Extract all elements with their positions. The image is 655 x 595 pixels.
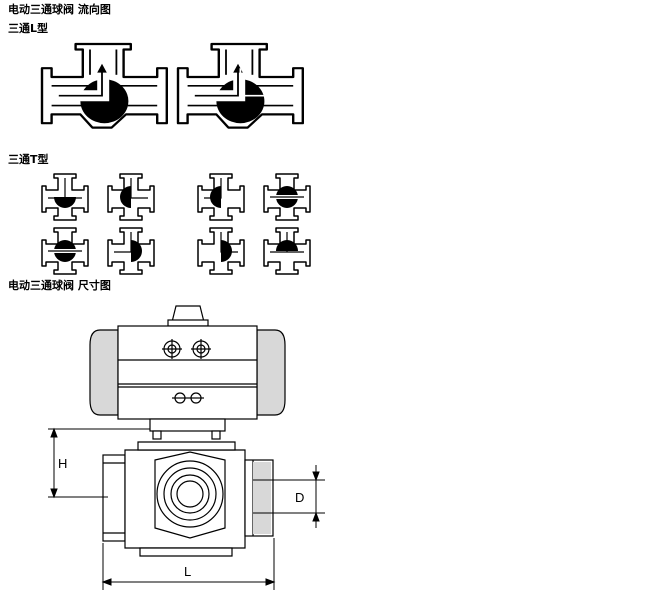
t-type-flow-8	[263, 227, 311, 275]
dimension-diagram-title: 电动三通球阀 尺寸图	[8, 279, 111, 292]
t-type-flow-7	[197, 227, 245, 275]
l-type-heading: 三通L型	[8, 22, 49, 35]
actuator	[89, 305, 286, 420]
dimension-h-label: H	[58, 456, 67, 471]
right-port-thread	[253, 462, 271, 534]
t-type-flow-5	[197, 173, 245, 221]
t-type-heading: 三通T型	[8, 153, 49, 166]
valve-body	[102, 441, 274, 557]
l-type-flow-right	[176, 42, 305, 129]
dimension-l-label: L	[184, 564, 191, 579]
dimension-lines	[48, 427, 325, 590]
mounting-bracket	[149, 418, 226, 440]
flow-diagram-title: 电动三通球阀 流向图	[8, 3, 111, 16]
dimension-d-label: D	[295, 490, 304, 505]
t-type-flow-3	[41, 227, 89, 275]
l-type-flow-left	[40, 42, 169, 129]
t-type-flow-4	[107, 227, 155, 275]
t-type-flow-1	[41, 173, 89, 221]
t-type-flow-2	[107, 173, 155, 221]
t-type-flow-6	[263, 173, 311, 221]
